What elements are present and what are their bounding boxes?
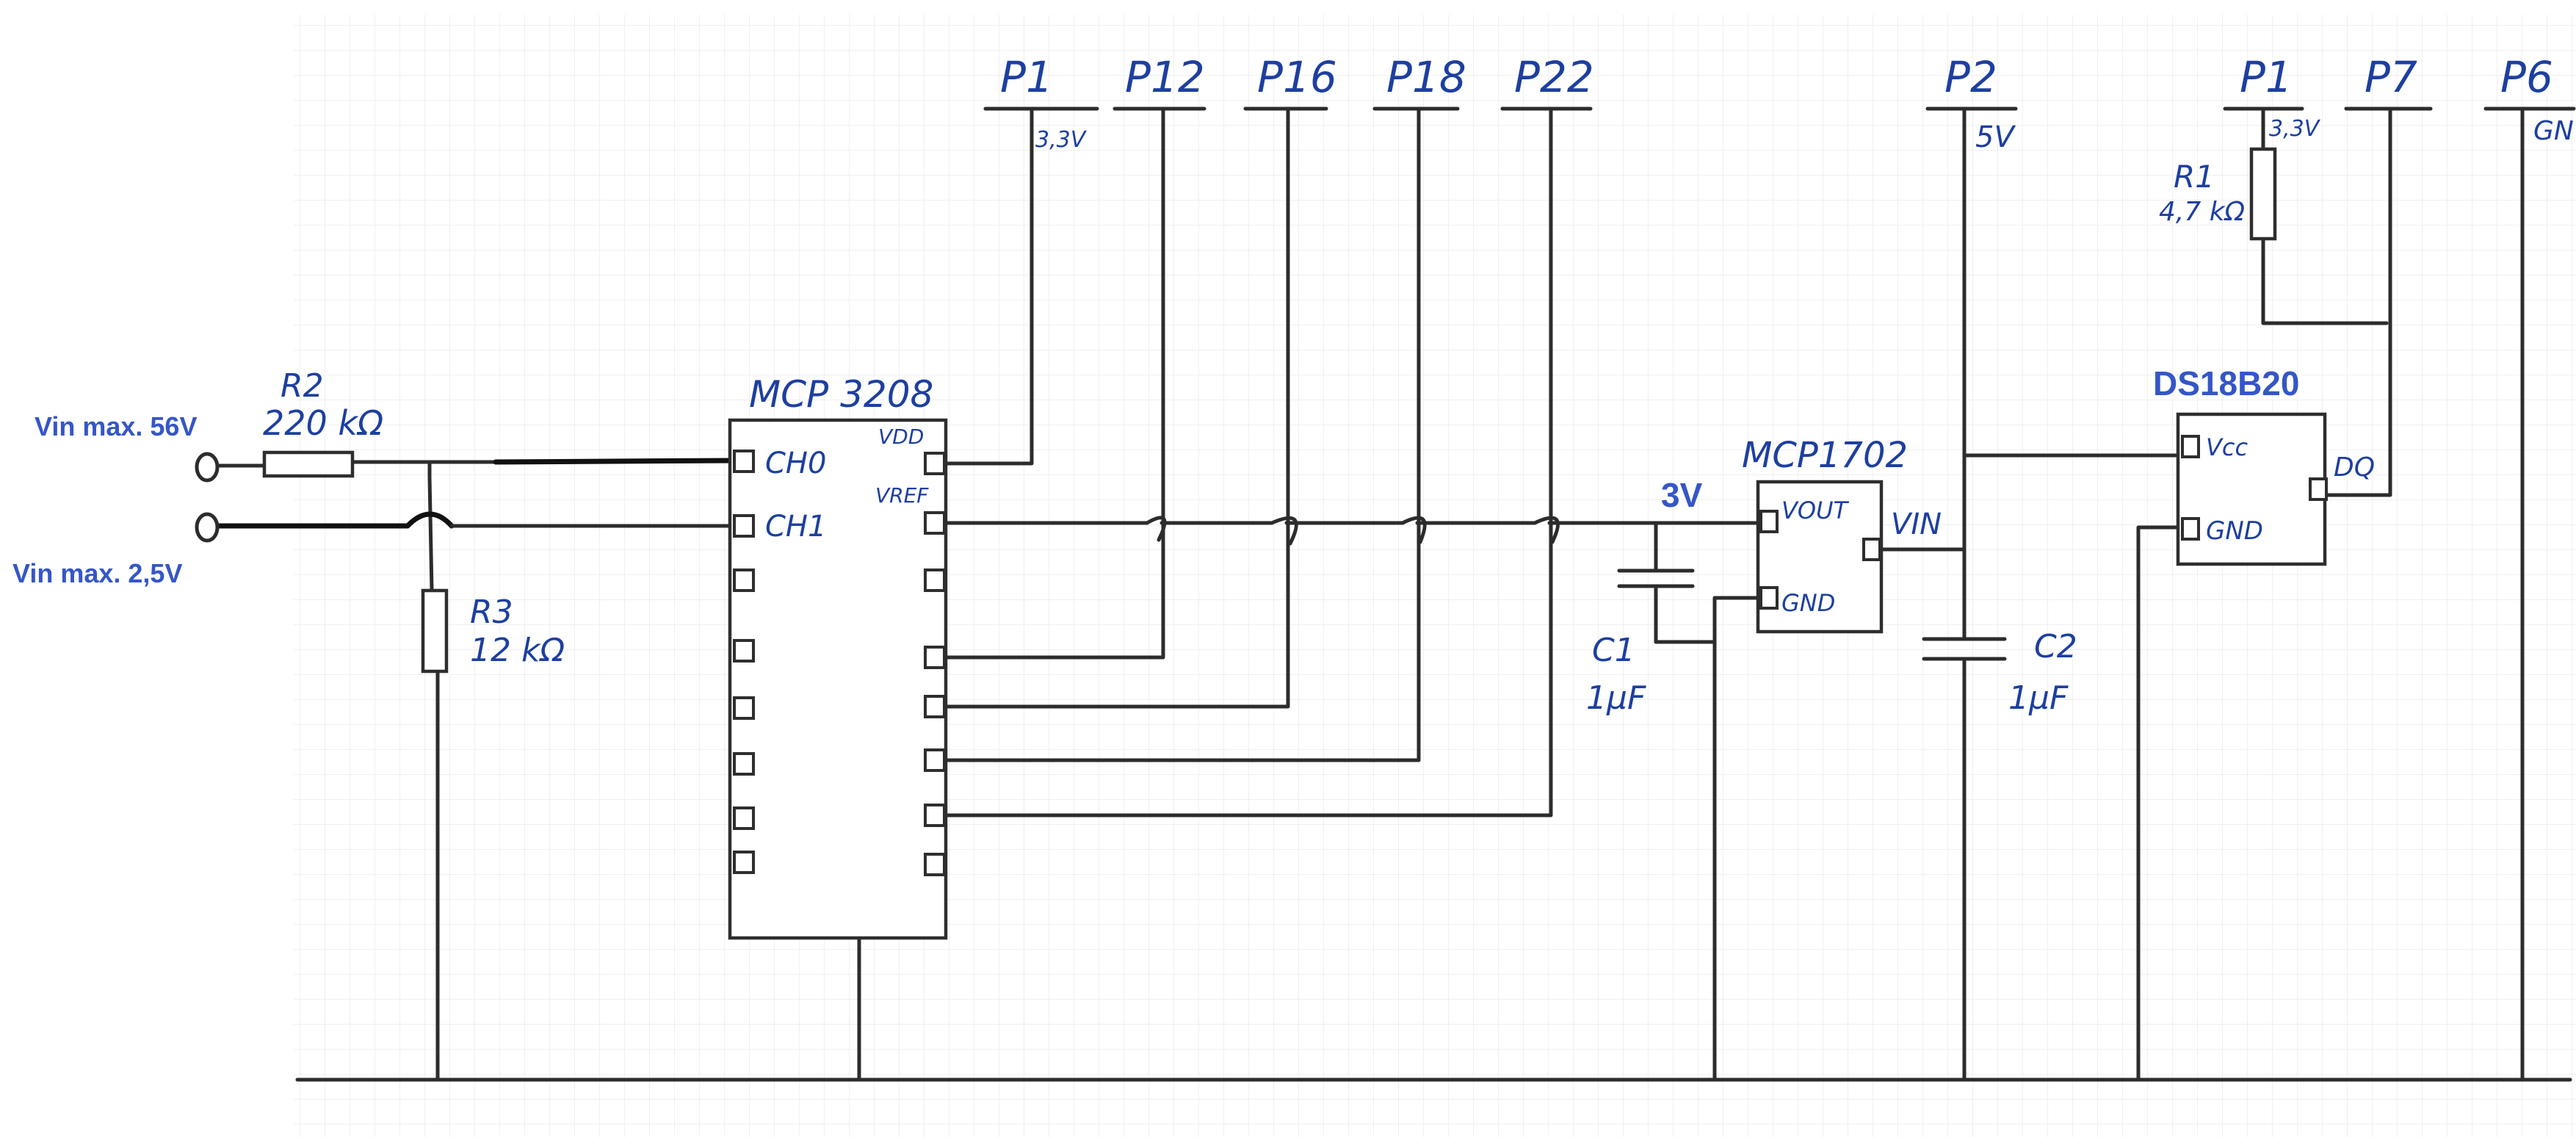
- ds18b20-pin-gnd-label: GND: [2206, 516, 2263, 546]
- wire-p16: [942, 107, 1290, 709]
- mcp3208-pin-r2: [924, 511, 946, 535]
- wire-ds18b20-gnd: [2136, 525, 2189, 1082]
- mcp3208-pin-r5: [924, 695, 946, 718]
- wire-r3-branch: [427, 460, 434, 593]
- label-p1-left-voltage: 3,3V: [1035, 127, 1088, 153]
- mcp3208-pin-l8: [733, 851, 755, 874]
- resistor-r3-body: [421, 588, 449, 674]
- wire-p7-to-dq: [2324, 107, 2392, 497]
- ds18b20-pin-dq: [2309, 477, 2328, 501]
- resistor-r2-body: [262, 450, 355, 478]
- label-p1-right: P1: [2240, 52, 2293, 102]
- mcp1702-pin-gnd: [1759, 586, 1779, 610]
- ic-ds18b20-body: [2176, 412, 2327, 566]
- resistor-r1-body: [2249, 147, 2277, 241]
- mcp3208-pin-ch1-label: CH1: [765, 510, 826, 544]
- mcp1702-pin-vout-label: VOUT: [1781, 497, 1850, 524]
- ds18b20-pin-gnd: [2181, 517, 2200, 541]
- ds18b20-pin-vcc: [2181, 435, 2200, 458]
- wire-vref-hop-p16: [1270, 516, 1298, 546]
- mcp1702-pin-vin: [1862, 538, 1881, 561]
- resistor-r1: R1 4,7 kΩ: [2159, 147, 2277, 241]
- resistor-r1-name: R1: [2174, 159, 2215, 195]
- wire-r1-to-dq: [2261, 237, 2389, 325]
- mcp3208-pin-vdd-label: VDD: [878, 425, 924, 449]
- wire-node-to-ch0: [493, 458, 737, 465]
- wire-vdd-to-p1: [942, 107, 1034, 466]
- wire-c1-to-gnd: [1654, 596, 1763, 644]
- label-p16: P16: [1257, 52, 1337, 102]
- input-label-2: Vin max. 2,5V: [12, 558, 182, 588]
- mcp3208-pin-r8: [924, 853, 946, 876]
- ds18b20-pin-dq-label: DQ: [2334, 452, 2375, 483]
- ic-mcp3208-title: MCP 3208: [749, 373, 933, 416]
- ic-mcp1702: MCP1702 VOUT GND VIN: [1742, 435, 1942, 634]
- mcp3208-pin-l2: [733, 514, 755, 538]
- capacitor-c2-value: 1µF: [2008, 679, 2069, 717]
- net-label-3v: 3V: [1661, 476, 1703, 514]
- label-p2: P2: [1944, 52, 1997, 102]
- resistor-r1-value: 4,7 kΩ: [2159, 197, 2246, 227]
- label-p1-left: P1: [1000, 52, 1053, 102]
- ic-mcp3208: MCP 3208 CH0 CH1 VDD VREF: [728, 373, 948, 940]
- mcp3208-pin-r6: [924, 748, 946, 772]
- mcp3208-pin-r3: [924, 568, 946, 592]
- wire-p22: [942, 107, 1553, 817]
- resistor-r3-value: 12 kΩ: [470, 632, 565, 669]
- label-p6: P6: [2500, 52, 2553, 102]
- wire-in2-hop: [405, 511, 455, 529]
- ic-mcp1702-title: MCP1702: [1742, 435, 1908, 476]
- input-terminal-1: [195, 452, 220, 483]
- label-p22: P22: [1514, 52, 1594, 102]
- label-p7: P7: [2365, 52, 2417, 102]
- capacitor-c2-name: C2: [2034, 628, 2077, 665]
- mcp3208-pin-r4: [924, 646, 946, 669]
- ds18b20-pin-vcc-label: Vcc: [2206, 433, 2248, 461]
- mcp3208-pin-ch0-label: CH0: [765, 447, 826, 480]
- label-p6-voltage: GN: [2533, 116, 2574, 146]
- mcp3208-pin-r7: [924, 804, 946, 827]
- label-p18: P18: [1386, 52, 1466, 102]
- mcp3208-pin-l4: [733, 639, 755, 663]
- mcp3208-pin-l5: [733, 696, 755, 720]
- input-terminals: Vin max. 56V Vin max. 2,5V: [12, 411, 220, 588]
- ic-ds18b20: DS18B20 Vcc GND DQ: [2153, 364, 2375, 566]
- resistor-r3-name: R3: [470, 593, 513, 631]
- ic-mcp3208-body: [728, 418, 948, 940]
- wire-p12: [942, 107, 1165, 660]
- mcp3208-pin-vref-label: VREF: [875, 483, 929, 508]
- mcp3208-pin-l7: [733, 806, 755, 830]
- mcp1702-pin-vout: [1759, 510, 1779, 533]
- resistor-r3: R3 12 kΩ: [421, 588, 565, 674]
- wire-p18: [942, 107, 1421, 762]
- capacitor-c1-name: C1: [1592, 632, 1635, 669]
- label-p12: P12: [1125, 52, 1205, 102]
- input-label-1: Vin max. 56V: [35, 411, 197, 441]
- mcp1702-pin-gnd-label: GND: [1781, 589, 1835, 617]
- mcp1702-pin-vin-label: VIN: [1891, 508, 1942, 541]
- wire-vref-hop-p22: [1533, 516, 1560, 544]
- capacitor-c2: C2 1µF: [1922, 628, 2077, 717]
- resistor-r2: R2 220 kΩ: [262, 367, 383, 478]
- ic-ds18b20-title: DS18B20: [2153, 364, 2299, 403]
- mcp3208-pin-l3: [733, 568, 755, 592]
- mcp3208-pin-r1: [924, 452, 946, 475]
- connector-labels: P1 3,3V P12 P16 P18 P22 P2 5V P1 3,3V P7…: [1000, 52, 2574, 154]
- wire-vref-hop-p18: [1400, 516, 1427, 544]
- label-p1-right-voltage: 3,3V: [2269, 116, 2321, 142]
- mcp3208-pin-l6: [733, 752, 755, 776]
- capacitor-c1-value: 1µF: [1586, 679, 1646, 717]
- resistor-r2-name: R2: [281, 367, 324, 405]
- label-p2-voltage: 5V: [1975, 120, 2016, 154]
- graph-paper-grid: [294, 15, 2576, 1137]
- capacitor-c1: C1 1µF: [1586, 568, 1695, 717]
- resistor-r2-value: 220 kΩ: [263, 403, 383, 443]
- mcp3208-pin-l1: [733, 450, 755, 473]
- input-terminal-2: [195, 512, 220, 543]
